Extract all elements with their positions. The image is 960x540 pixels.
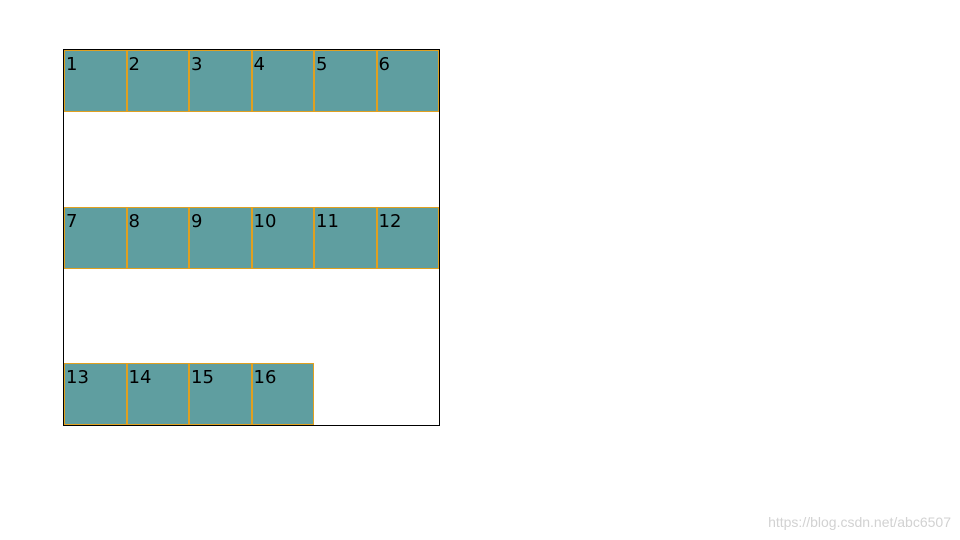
- grid-box: 11: [314, 206, 377, 269]
- grid-box: 5: [314, 50, 377, 112]
- watermark-text: https://blog.csdn.net/abc6507: [768, 514, 951, 530]
- grid-box: 7: [64, 206, 127, 269]
- grid-box: 1: [64, 50, 127, 112]
- grid-box: 14: [126, 363, 189, 425]
- grid-box: 13: [64, 363, 127, 425]
- grid-box: 3: [189, 50, 252, 112]
- grid-box: 10: [251, 206, 314, 269]
- grid-box: 6: [376, 50, 439, 112]
- grid-box: 9: [189, 206, 252, 269]
- grid-box: 12: [376, 206, 439, 269]
- grid-box: 16: [251, 363, 314, 425]
- grid-box: 8: [126, 206, 189, 269]
- grid-box: 15: [189, 363, 252, 425]
- grid-box: 4: [251, 50, 314, 112]
- grid-box: 2: [126, 50, 189, 112]
- flex-container: 1 2 3 4 5 6 7 8 9 10 11 12 13 14 15 16: [63, 49, 440, 426]
